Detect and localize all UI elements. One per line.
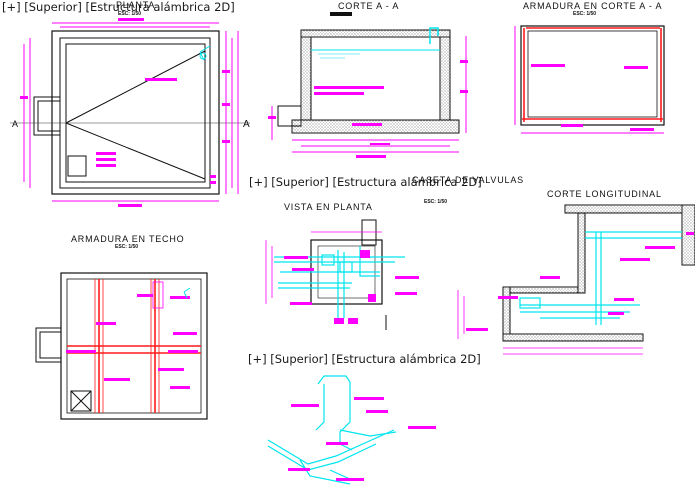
scale-armadura-techo: ESC: 1/50 (115, 244, 139, 250)
planta-drawing (10, 18, 250, 207)
scale-caseta: ESC: 1/50 (424, 199, 448, 205)
viewport-control-1[interactable]: [+] [Superior] [Estructura alámbrica 2D] (0, 0, 237, 14)
title-planta: PLANTA (116, 0, 156, 10)
title-caseta-valvulas: CASETA DE VALVULAS (412, 175, 524, 185)
title-corte-aa: CORTE A - A (338, 1, 400, 11)
vista-planta-drawing (265, 219, 419, 330)
scale-armadura-corte: ESC: 1/50 (573, 11, 597, 17)
section-mark-left: A (12, 119, 18, 129)
viewport-control-3[interactable]: [+] [Superior] [Estructura alámbrica 2D] (246, 352, 483, 366)
armadura-techo-drawing (35, 272, 208, 420)
scale-planta: ESC: 1/50 (118, 11, 142, 17)
title-corte-longitudinal: CORTE LONGITUDINAL (547, 189, 662, 199)
armadura-corte-drawing (514, 25, 665, 134)
corte-aa-drawing (268, 12, 468, 158)
corte-longitudinal-drawing (457, 204, 695, 355)
title-armadura-corte: ARMADURA EN CORTE A - A (523, 1, 663, 11)
title-vista-planta: VISTA EN PLANTA (284, 202, 373, 212)
viewport-control-2[interactable]: [+] [Superior] [Estructura alámbrica 2D] (247, 175, 484, 189)
isometric-piping-drawing (267, 375, 436, 485)
section-mark-right: A (243, 119, 250, 130)
title-armadura-techo: ARMADURA EN TECHO (71, 234, 185, 244)
